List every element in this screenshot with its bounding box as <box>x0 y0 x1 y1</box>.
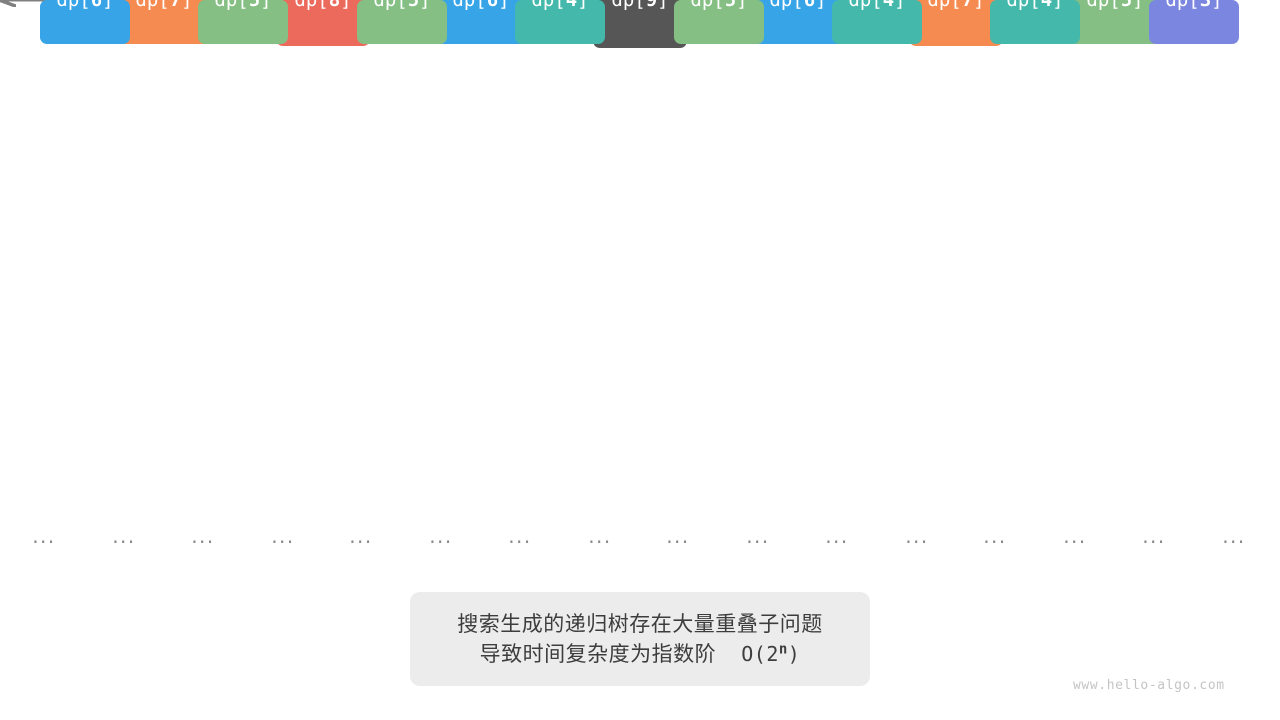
node-label: dp[7] <box>135 0 192 11</box>
ellipsis-mark: ... <box>349 524 373 548</box>
caption-box: 搜索生成的递归树存在大量重叠子问题 导致时间复杂度为指数阶 O(2n) <box>410 592 870 686</box>
ellipsis-mark: ... <box>429 524 453 548</box>
ellipsis-mark: ... <box>191 524 215 548</box>
node-background <box>1069 0 1161 44</box>
ellipsis-mark: ... <box>32 524 56 548</box>
ellipsis-mark: ... <box>825 524 849 548</box>
node-label: dp[7] <box>927 0 984 11</box>
node-background <box>357 0 447 44</box>
node-label: dp[6] <box>769 0 826 11</box>
tree-node-dp5[interactable]: dp[5] <box>357 0 447 44</box>
node-background <box>674 0 764 44</box>
ellipsis-mark: ... <box>905 524 929 548</box>
tree-node-dp5[interactable]: dp[5] <box>1069 0 1161 44</box>
node-background <box>990 0 1080 44</box>
tree-node-dp8[interactable]: dp[8] <box>276 0 370 46</box>
node-label: dp[6] <box>452 0 509 11</box>
caption-line-1: 搜索生成的递归树存在大量重叠子问题 <box>457 611 823 636</box>
tree-node-dp7[interactable]: dp[7] <box>118 0 210 44</box>
ellipsis-mark: ... <box>112 524 136 548</box>
node-background <box>435 0 527 44</box>
tree-node-dp7[interactable]: dp[7] <box>909 0 1003 46</box>
node-background <box>593 0 687 48</box>
ellipsis-mark: ... <box>666 524 690 548</box>
tree-node-dp6[interactable]: dp[6] <box>40 0 130 44</box>
node-background <box>832 0 922 44</box>
node-label: dp[4] <box>531 0 588 11</box>
caption-line-2: 导致时间复杂度为指数阶 O(2n) <box>480 639 801 669</box>
complexity-notation: O(2n) <box>716 641 801 666</box>
complexity-base: O(2 <box>741 642 779 666</box>
node-label: dp[6] <box>56 0 113 11</box>
node-background <box>515 0 605 44</box>
complexity-close: ) <box>787 642 801 666</box>
node-label: dp[3] <box>1165 0 1222 11</box>
node-label: dp[4] <box>1006 0 1063 11</box>
complexity-exponent: n <box>778 641 788 658</box>
ellipsis-mark: ... <box>508 524 532 548</box>
tree-node-dp4[interactable]: dp[4] <box>515 0 605 44</box>
node-label: dp[8] <box>294 0 351 11</box>
tree-node-dp5[interactable]: dp[5] <box>674 0 764 44</box>
tree-node-dp4[interactable]: dp[4] <box>832 0 922 44</box>
ellipsis-row: ........................................… <box>32 524 1246 548</box>
ellipsis-mark: ... <box>271 524 295 548</box>
node-background <box>118 0 210 44</box>
node-background <box>1149 0 1239 44</box>
tree-node-dp4[interactable]: dp[4] <box>990 0 1080 44</box>
ellipsis-mark: ... <box>746 524 770 548</box>
node-label: dp[5] <box>373 0 430 11</box>
ellipsis-mark: ... <box>1063 524 1087 548</box>
node-label: dp[9] <box>611 0 668 11</box>
ellipsis-mark: ... <box>588 524 612 548</box>
tree-node-dp6[interactable]: dp[6] <box>435 0 527 44</box>
node-label: dp[4] <box>848 0 905 11</box>
node-background <box>909 0 1003 46</box>
node-label: dp[5] <box>690 0 747 11</box>
node-label: dp[5] <box>1086 0 1143 11</box>
node-background <box>752 0 844 44</box>
tree-node-dp9[interactable]: dp[9] <box>593 0 687 48</box>
tree-nodes: dp[9] dp[8] dp[7] dp[7] dp[6] dp[6] dp[5] dp[6]… <box>40 0 1239 48</box>
caption-line-2-text: 导致时间复杂度为指数阶 <box>479 642 717 666</box>
ellipsis-mark: ... <box>983 524 1007 548</box>
tree-node-dp5[interactable]: dp[5] <box>198 0 288 44</box>
tree-node-dp3[interactable]: dp[3] <box>1149 0 1239 44</box>
ellipsis-mark: ... <box>1222 524 1246 548</box>
node-background <box>276 0 370 46</box>
node-background <box>40 0 130 44</box>
watermark: www.hello-algo.com <box>1073 678 1225 693</box>
ellipsis-mark: ... <box>1142 524 1166 548</box>
tree-node-dp6[interactable]: dp[6] <box>752 0 844 44</box>
node-background <box>198 0 288 44</box>
node-label: dp[5] <box>214 0 271 11</box>
